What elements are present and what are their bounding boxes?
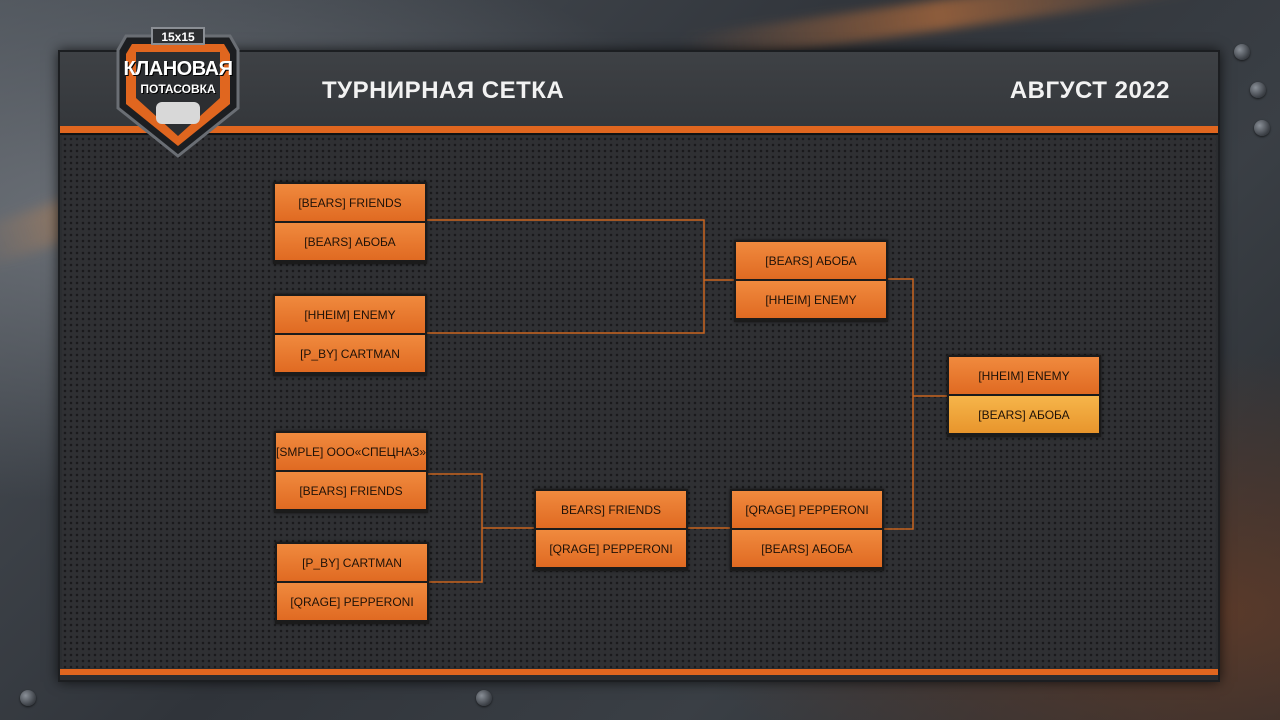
team-slot[interactable]: [SMPLE] ООО«СПЕЦНАЗ» (276, 433, 426, 470)
team-slot[interactable]: [QRAGE] PEPPERONI (536, 530, 686, 567)
logo-format: 15x15 (161, 30, 195, 44)
logo-title: КЛАНОВАЯ (123, 58, 233, 80)
rivet-decoration (1234, 44, 1250, 60)
shield-icon (116, 27, 240, 158)
team-slot[interactable]: [BEARS] FRIENDS (275, 184, 425, 221)
team-slot[interactable]: [P_BY] CARTMAN (277, 544, 427, 581)
page-title: ТУРНИРНАЯ СЕТКА (322, 77, 565, 104)
rivet-decoration (1250, 82, 1266, 98)
match-final: [HHEIM] ENEMY [BEARS] АБОБА (947, 355, 1101, 437)
team-slot[interactable]: [BEARS] АБОБА (275, 223, 425, 260)
team-slot[interactable]: [BEARS] АБОБА (732, 530, 882, 567)
team-slot[interactable]: [BEARS] АБОБА (736, 242, 886, 279)
header-bar: ТУРНИРНАЯ СЕТКА АВГУСТ 2022 (60, 52, 1218, 130)
team-slot[interactable]: [QRAGE] PEPPERONI (732, 491, 882, 528)
rivet-decoration (20, 690, 36, 706)
match-lower-2: [QRAGE] PEPPERONI [BEARS] АБОБА (730, 489, 884, 571)
team-slot[interactable]: [BEARS] FRIENDS (276, 472, 426, 509)
rivet-decoration (476, 690, 492, 706)
tournament-date: АВГУСТ 2022 (1009, 77, 1170, 104)
header-accent-line (60, 126, 1218, 133)
team-slot[interactable]: [QRAGE] PEPPERONI (277, 583, 427, 620)
match-lower-1: BEARS] FRIENDS [QRAGE] PEPPERONI (534, 489, 688, 571)
winner-slot[interactable]: [BEARS] АБОБА (949, 396, 1099, 433)
footer-accent-line (60, 669, 1218, 675)
team-slot[interactable]: [HHEIM] ENEMY (949, 357, 1099, 394)
team-slot[interactable]: [HHEIM] ENEMY (736, 281, 886, 318)
header-divider (60, 133, 1218, 135)
match-r1-2: [HHEIM] ENEMY [P_BY] CARTMAN (273, 294, 427, 376)
match-r1-1: [BEARS] FRIENDS [BEARS] АБОБА (273, 182, 427, 264)
match-r2-1: [BEARS] АБОБА [HHEIM] ENEMY (734, 240, 888, 322)
fists-icon (156, 102, 200, 124)
team-slot[interactable]: [P_BY] CARTMAN (275, 335, 425, 372)
bracket-panel: ТУРНИРНАЯ СЕТКА АВГУСТ 2022 (58, 50, 1220, 682)
logo-subtitle: ПОТАСОВКА (140, 82, 216, 96)
match-r1-3: [SMPLE] ООО«СПЕЦНАЗ» [BEARS] FRIENDS (274, 431, 428, 513)
match-r1-4: [P_BY] CARTMAN [QRAGE] PEPPERONI (275, 542, 429, 624)
rivet-decoration (1254, 120, 1270, 136)
team-slot[interactable]: [HHEIM] ENEMY (275, 296, 425, 333)
team-slot[interactable]: BEARS] FRIENDS (536, 491, 686, 528)
tournament-logo: 15x15 КЛАНОВАЯ ПОТАСОВКА (112, 26, 244, 158)
